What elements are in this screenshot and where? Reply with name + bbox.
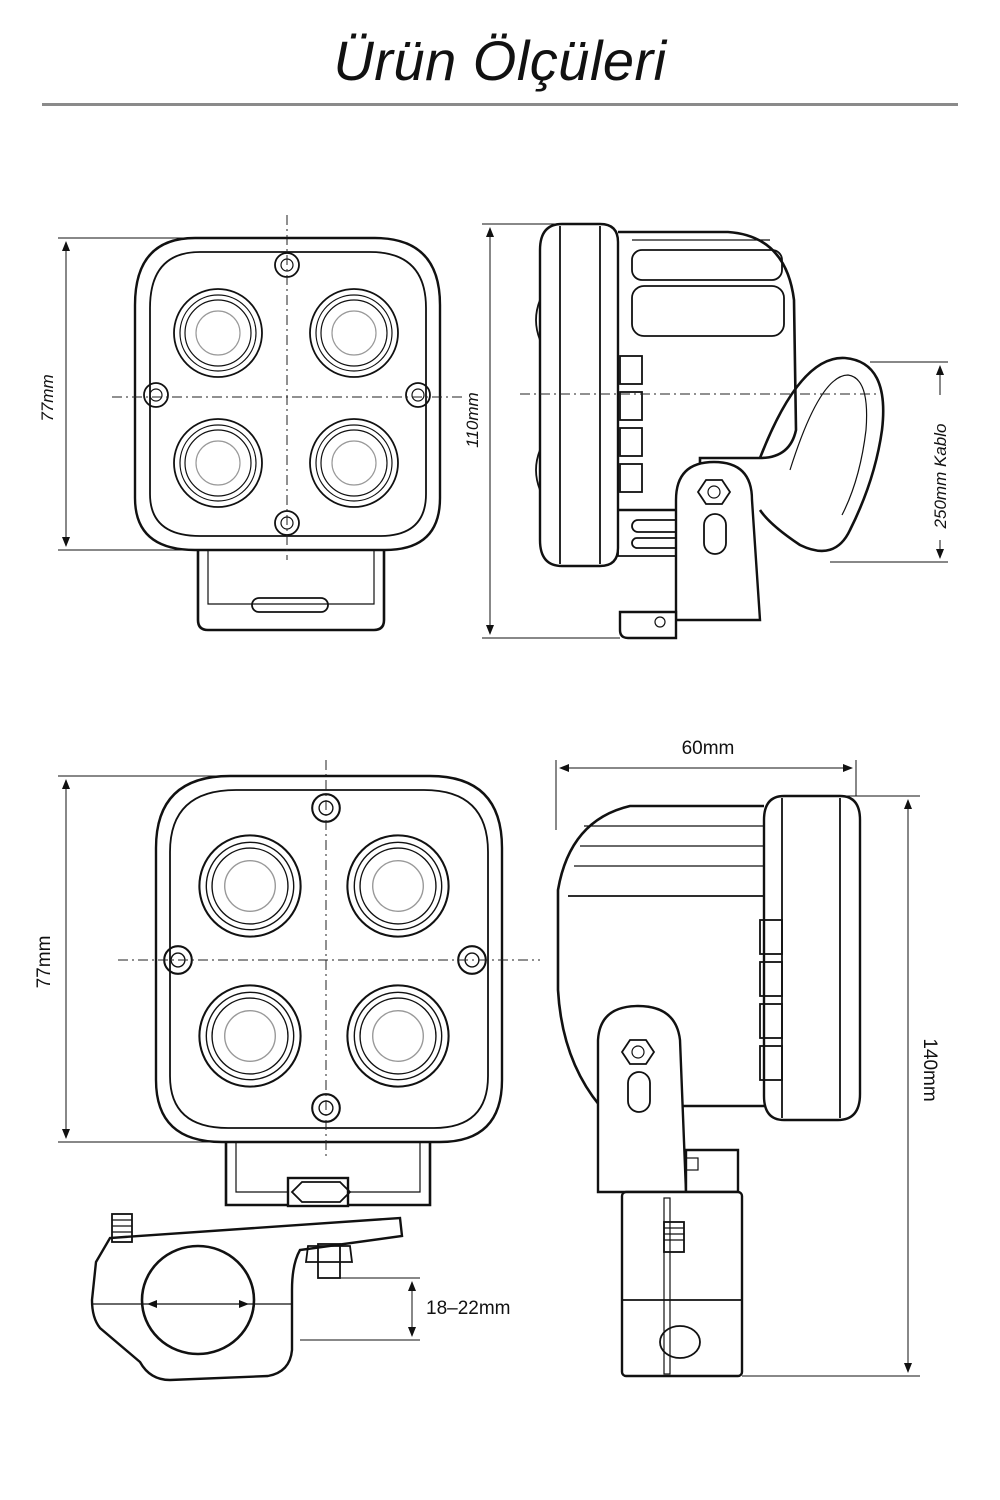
- mount-slot: [251, 597, 329, 613]
- dimension-label: 77mm: [38, 374, 57, 421]
- dimension-label: 18–22mm: [426, 1298, 511, 1319]
- top-side-view: 110mm 250mm Kablo: [463, 222, 950, 640]
- bottom-front-view: 18–22mm 77mm: [34, 760, 540, 1382]
- heatsink-fin: [631, 249, 783, 281]
- dimension-label: 77mm: [34, 936, 55, 989]
- dimension-label: 250mm Kablo: [931, 424, 950, 530]
- page-title: Ürün Ölçüleri: [333, 29, 667, 92]
- housing-outline: [154, 774, 504, 1144]
- dimension-label: 110mm: [463, 392, 482, 447]
- hex-nut-icon: [290, 1181, 352, 1203]
- dimension-label: 140mm: [919, 1038, 940, 1101]
- dimension-label: 60mm: [682, 738, 735, 759]
- top-front-view: 77mm: [38, 215, 462, 632]
- hex-bolt-icon: [696, 479, 732, 505]
- title-divider: [42, 103, 958, 106]
- bottom-side-view: 60mm 140mm: [555, 738, 940, 1378]
- hex-bolt-icon: [620, 1039, 656, 1065]
- handlebar-clamp: [90, 1216, 404, 1382]
- clamp-block: [620, 1190, 744, 1378]
- heatsink-fin: [631, 285, 785, 337]
- cable-loop: [758, 356, 885, 553]
